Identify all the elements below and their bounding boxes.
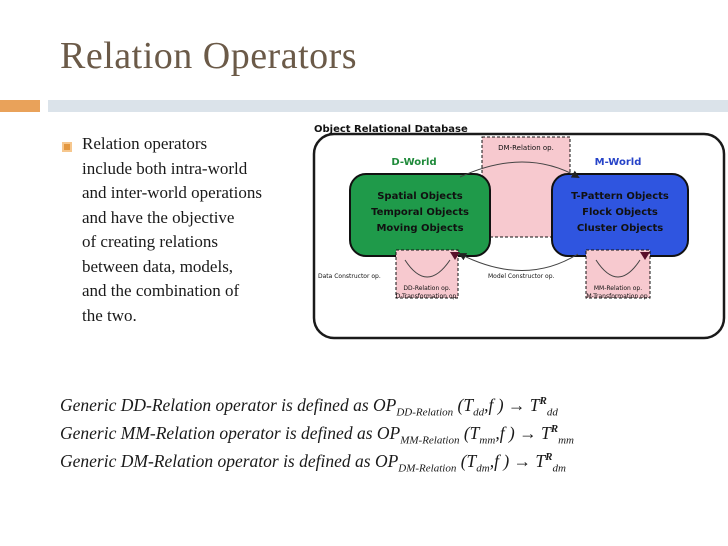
definition-rest: ,f ) xyxy=(495,423,520,443)
mm-loop-arc xyxy=(595,259,641,278)
definition-prefix: Generic MM-Relation operator is defined … xyxy=(60,423,401,443)
arrow-icon: → xyxy=(513,451,532,471)
d-item: Spatial Objects xyxy=(377,191,463,202)
dm-relation-label: DM-Relation op. xyxy=(498,144,554,152)
bullet-line: and the combination of xyxy=(82,281,240,300)
result-superscript: R xyxy=(539,395,547,408)
operator-subscript: MM-Relation xyxy=(400,434,460,447)
slide-title: Relation Operators xyxy=(60,35,358,77)
definition-args: (T xyxy=(459,423,480,443)
bullet-square-icon xyxy=(62,142,72,152)
bullet-line: of creating relations xyxy=(82,232,218,251)
operator-definitions: Generic DD-Relation operator is defined … xyxy=(60,395,574,479)
definition-rest: ,f ) xyxy=(489,451,514,471)
definition-args: (T xyxy=(456,451,477,471)
operator-subscript: DM-Relation xyxy=(398,462,457,475)
result-superscript: R xyxy=(545,451,553,464)
model-to-data-arc xyxy=(458,253,579,271)
m-item: Cluster Objects xyxy=(577,223,663,234)
bullet-line: Relation operators xyxy=(82,134,208,153)
diagram-caption: Object Relational Database xyxy=(314,124,468,135)
definition-prefix: Generic DD-Relation operator is defined … xyxy=(60,395,397,415)
mm-relation-box xyxy=(585,249,651,299)
m-transformation-label: M-Transformation op. xyxy=(586,293,649,300)
result-subscript: dm xyxy=(552,462,566,475)
mm-relation-label: MM-Relation op. xyxy=(594,285,642,292)
dd-relation-box xyxy=(395,249,459,299)
bullet-line: and inter-world operations xyxy=(82,183,262,202)
arg-subscript: mm xyxy=(479,434,496,447)
definition-line: Generic DD-Relation operator is defined … xyxy=(60,395,574,423)
data-to-model-arc xyxy=(459,161,580,178)
bullet-text: Relation operators include both intra-wo… xyxy=(82,132,312,328)
d-world-label: D-World xyxy=(391,157,436,168)
arg-subscript: dm xyxy=(476,462,490,475)
definition-result: T xyxy=(536,423,551,443)
arg-subscript: dd xyxy=(473,406,485,419)
title-underline xyxy=(48,100,728,112)
mm-triangle-marker xyxy=(640,252,650,260)
arrow-icon: → xyxy=(519,423,537,443)
definition-line: Generic MM-Relation operator is defined … xyxy=(60,423,574,451)
result-subscript: mm xyxy=(558,434,574,447)
result-superscript: R xyxy=(550,423,559,436)
d-item: Temporal Objects xyxy=(371,207,469,218)
definition-prefix: Generic DM-Relation operator is defined … xyxy=(60,451,399,471)
object-relational-diagram: Object Relational Database DM-Relation o… xyxy=(312,124,726,340)
title-accent-bar xyxy=(0,100,40,112)
dd-triangle-marker xyxy=(450,252,460,260)
m-item: T-Pattern Objects xyxy=(571,191,669,202)
bullet-line: the two. xyxy=(82,305,137,325)
definition-rest: ,f ) xyxy=(484,395,508,415)
operator-subscript: DD-Relation xyxy=(396,406,454,419)
definition-args: (T xyxy=(453,395,474,415)
bullet-line: include both intra-world xyxy=(82,158,248,178)
dd-loop-arc xyxy=(404,259,451,278)
d-transformation-label: D-Transformation op. xyxy=(396,293,459,300)
bullet-line: between data, models, xyxy=(82,256,234,276)
definition-result: T xyxy=(531,451,546,471)
data-constructor-label: Data Constructor op. xyxy=(318,273,381,280)
model-constructor-label: Model Constructor op. xyxy=(488,273,555,280)
d-item: Moving Objects xyxy=(376,223,463,234)
definition-result: T xyxy=(525,395,540,415)
result-subscript: dd xyxy=(546,406,558,419)
m-item: Flock Objects xyxy=(582,207,658,218)
arrow-icon: → xyxy=(507,395,526,415)
definition-line: Generic DM-Relation operator is defined … xyxy=(60,451,574,479)
m-world-label: M-World xyxy=(595,157,642,168)
bullet-line: and have the objective xyxy=(82,207,235,227)
dd-relation-label: DD-Relation op. xyxy=(403,285,450,292)
